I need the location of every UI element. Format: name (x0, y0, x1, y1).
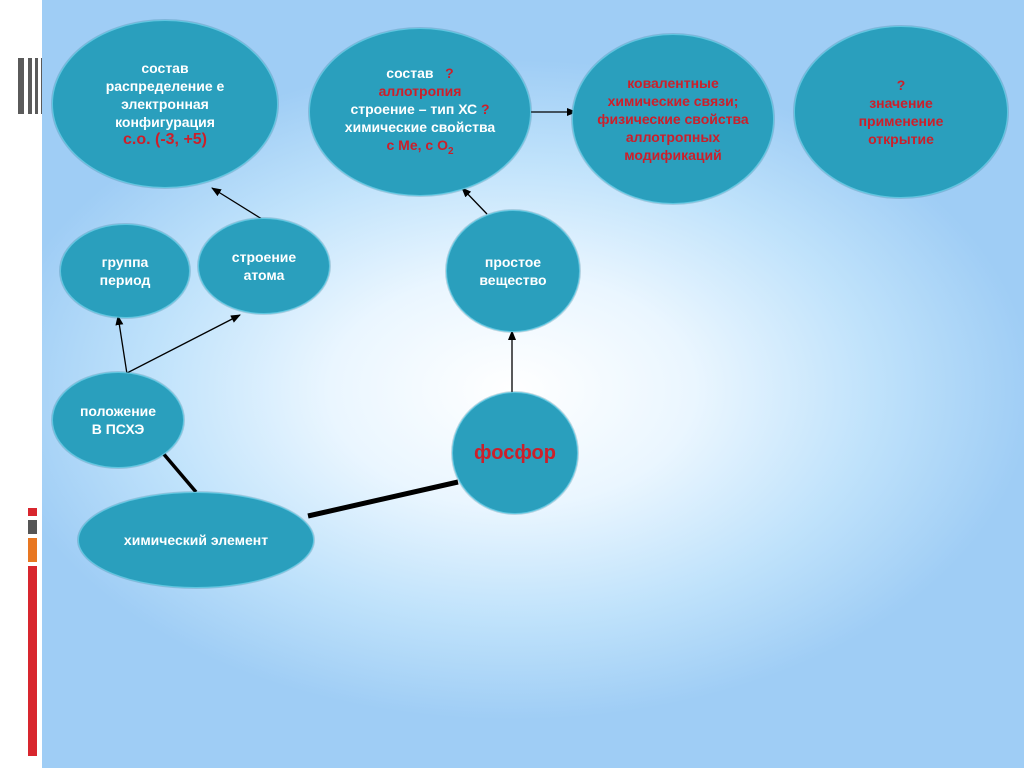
node-covalent-line2: химические связи; (607, 93, 739, 109)
node-allotropy-line3-question: ? (481, 100, 490, 117)
node-allotropy-line1: состав ? (386, 64, 453, 82)
node-phosphorus-label: фосфор (474, 442, 556, 464)
node-significance-line4: открытие (868, 131, 934, 147)
node-composition-electrons: состав распределение е электронная конфи… (52, 20, 278, 188)
arrow-atom-to-sostav (211, 187, 266, 222)
node-position-line2: В ПСХЭ (91, 421, 145, 437)
link-element-to-phosphorus (307, 479, 459, 519)
node-allotropy-line1-text: состав (386, 64, 434, 81)
node-allotropy: состав ? аллотропия строение – тип ХС ? … (309, 28, 531, 196)
link-element-to-position (160, 450, 198, 494)
node-allotropy-line1-question: ? (445, 64, 454, 81)
arrow-position-to-atom (124, 314, 241, 375)
node-atom-line1: строение (231, 249, 297, 265)
arrow-simple-to-allotropy (461, 187, 488, 215)
node-simple-line2: вещество (479, 272, 547, 288)
node-group-line2: период (99, 272, 151, 288)
node-allotropy-line4: химические свойства (344, 118, 496, 135)
node-covalent-line5: модификаций (624, 147, 722, 163)
node-simple-substance: простое вещество (446, 210, 580, 332)
node-simple-line1: простое (484, 254, 542, 270)
node-significance: ? значение применение открытие (794, 26, 1008, 198)
node-allotropy-line3: строение – тип ХС ? (350, 100, 489, 118)
node-composition-line4: конфигурация (115, 114, 215, 130)
node-composition-oxidation: с.о. (-3, +5) (122, 131, 208, 148)
node-composition-line2: распределение е (105, 78, 225, 94)
node-group-period: группа период (60, 224, 190, 318)
node-significance-line3: применение (858, 113, 944, 129)
node-allotropy-line5: с Ме, с О2 (386, 136, 453, 161)
node-element-label: химический элемент (123, 532, 269, 548)
node-allotropy-line2: аллотропия (378, 82, 462, 99)
node-atom-structure: строение атома (198, 218, 330, 314)
node-chemical-element: химический элемент (78, 492, 314, 588)
node-periodic-position: положение В ПСХЭ (52, 372, 184, 468)
node-significance-line2: значение (869, 95, 933, 111)
node-allotropy-line3-text: строение – тип ХС (350, 100, 478, 117)
arrow-position-to-group (115, 315, 128, 375)
node-allotropy-line5-sub: 2 (447, 145, 454, 157)
node-atom-line2: атома (243, 267, 285, 283)
node-covalent-bonds: ковалентные химические связи; физические… (572, 34, 774, 204)
node-group-line1: группа (101, 254, 149, 270)
left-accent-bar (28, 508, 37, 756)
node-composition-line1: состав (141, 60, 189, 76)
node-covalent-line3: физические свойства (597, 111, 749, 127)
node-phosphorus: фосфор (452, 392, 578, 514)
node-significance-question: ? (896, 77, 906, 93)
node-allotropy-line5-text: с Ме, с О (386, 136, 448, 153)
node-position-line1: положение (79, 403, 157, 419)
node-composition-line3: электронная (121, 96, 209, 112)
node-covalent-line4: аллотропных (625, 129, 721, 145)
node-covalent-line1: ковалентные (627, 75, 719, 91)
